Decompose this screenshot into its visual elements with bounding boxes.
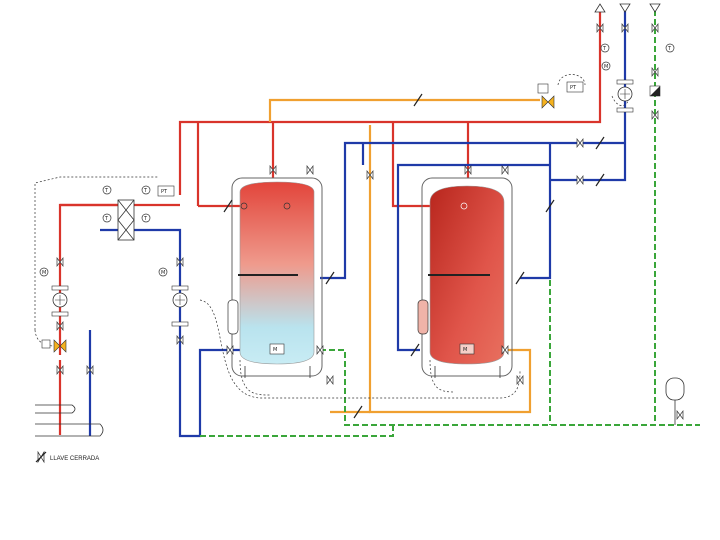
motor-left-label: M [42,270,46,276]
thermometer-icon: T [600,43,610,53]
valve-icon [576,175,584,185]
closed-valve-icon [325,271,335,285]
svg-text:T: T [104,216,109,222]
valve-icon [326,375,334,385]
pump-left-icon [51,285,69,317]
valve-icon [316,345,324,355]
svg-text:PT: PT [570,85,577,91]
three-way-valve-top-icon [537,83,555,109]
closed-valve-icon [35,450,47,464]
expansion-vessel-icon [665,377,685,425]
legend: LLAVE CERRADA [35,450,99,464]
motor-top-right-label: M [604,64,608,70]
valve-icon [576,138,584,148]
pressure-transmitter-box: PT PT [157,81,584,197]
hot-supply-pipes [58,10,602,435]
thermometer-icon: T [141,185,151,195]
svg-text:T: T [143,188,148,194]
cold-water-pipes [200,10,700,437]
thermometer-icon: T [665,43,675,53]
svg-text:T: T [104,188,109,194]
closed-valve-icon [410,343,420,357]
svg-text:T: T [143,216,148,222]
flow-arrows [594,3,661,13]
closed-valve-icon [223,199,233,213]
signal-lines [34,74,631,399]
storage-tank-b: M [417,177,513,378]
motor-left-icon: M [39,267,49,277]
thermometer-icon: T [102,185,112,195]
damper-icon [649,85,661,97]
motor-top-right-icon: M [601,61,611,71]
closed-valve-icon [353,405,363,419]
arrow-down-icon [649,3,661,13]
closed-valve-icon [413,93,423,107]
storage-tank-a: M [227,177,323,378]
valve-icon [226,345,234,355]
closed-valve-icon [545,199,555,213]
motor-center-label: M [161,270,165,276]
three-way-valve-left-icon [41,339,67,353]
thermometer-icon: T [102,213,112,223]
valve-icon [676,410,684,420]
pump-center-icon [171,285,189,327]
valve-icon [306,165,314,175]
closed-valve-icon [595,136,605,150]
valve-icon [501,345,509,355]
hot-return-pipes [268,98,540,414]
thermometer-icons: T T T T T T [102,43,675,223]
tank-a-tag: M [273,347,277,353]
svg-text:PT: PT [161,189,168,195]
pump-top-right-icon [616,79,634,113]
arrow-down-icon [619,3,631,13]
closed-valve-icon [595,173,605,187]
closed-valves [223,93,605,419]
closed-valve-icon [515,271,525,285]
heat-exchanger-icon [117,199,135,241]
valve-icon [501,165,509,175]
cold-return-pipes [88,10,627,438]
motor-center-icon: M [158,267,168,277]
legend-closed-valve-label: LLAVE CERRADA [50,456,99,462]
svg-text:T: T [667,46,672,52]
return-manifold-icon [35,404,104,437]
thermometer-icon: T [141,213,151,223]
tank-b-tag: M [463,347,467,353]
arrow-up-icon [594,3,606,13]
svg-text:T: T [602,46,607,52]
